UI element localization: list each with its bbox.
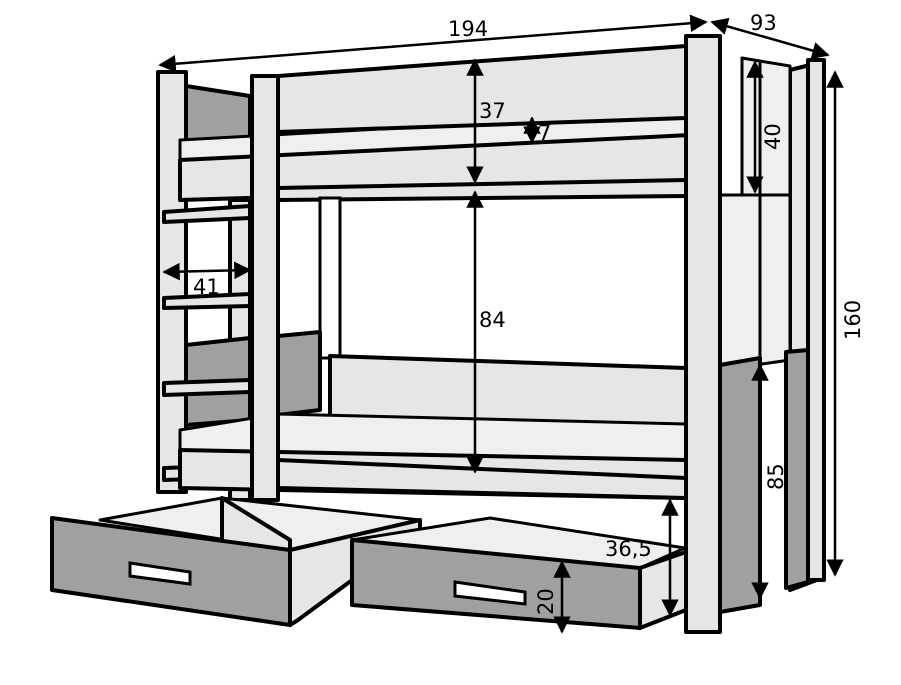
right-side-frame — [718, 56, 826, 614]
dim-upper-side-label: 40 — [761, 123, 785, 150]
dim-depth-label: 93 — [750, 11, 777, 35]
dimension-lines — [158, 14, 844, 634]
drawer-right — [350, 516, 688, 630]
dim-drawer-clearance-label: 36,5 — [605, 537, 652, 561]
front-left-post — [250, 74, 280, 502]
front-right-post — [684, 34, 722, 634]
dim-ladder-width-label: 41 — [193, 275, 220, 299]
dim-drawer-height-label: 20 — [534, 588, 558, 615]
dim-width-label: 194 — [448, 17, 488, 41]
dim-clearance-label: 84 — [479, 308, 506, 332]
dim-headboard-label: 37 — [479, 99, 506, 123]
lower-bed — [178, 196, 688, 500]
dim-lower-side-label: 85 — [764, 463, 788, 490]
dim-total-height-label: 160 — [841, 300, 865, 340]
dim-rail-gap-label: 7 — [538, 121, 551, 145]
